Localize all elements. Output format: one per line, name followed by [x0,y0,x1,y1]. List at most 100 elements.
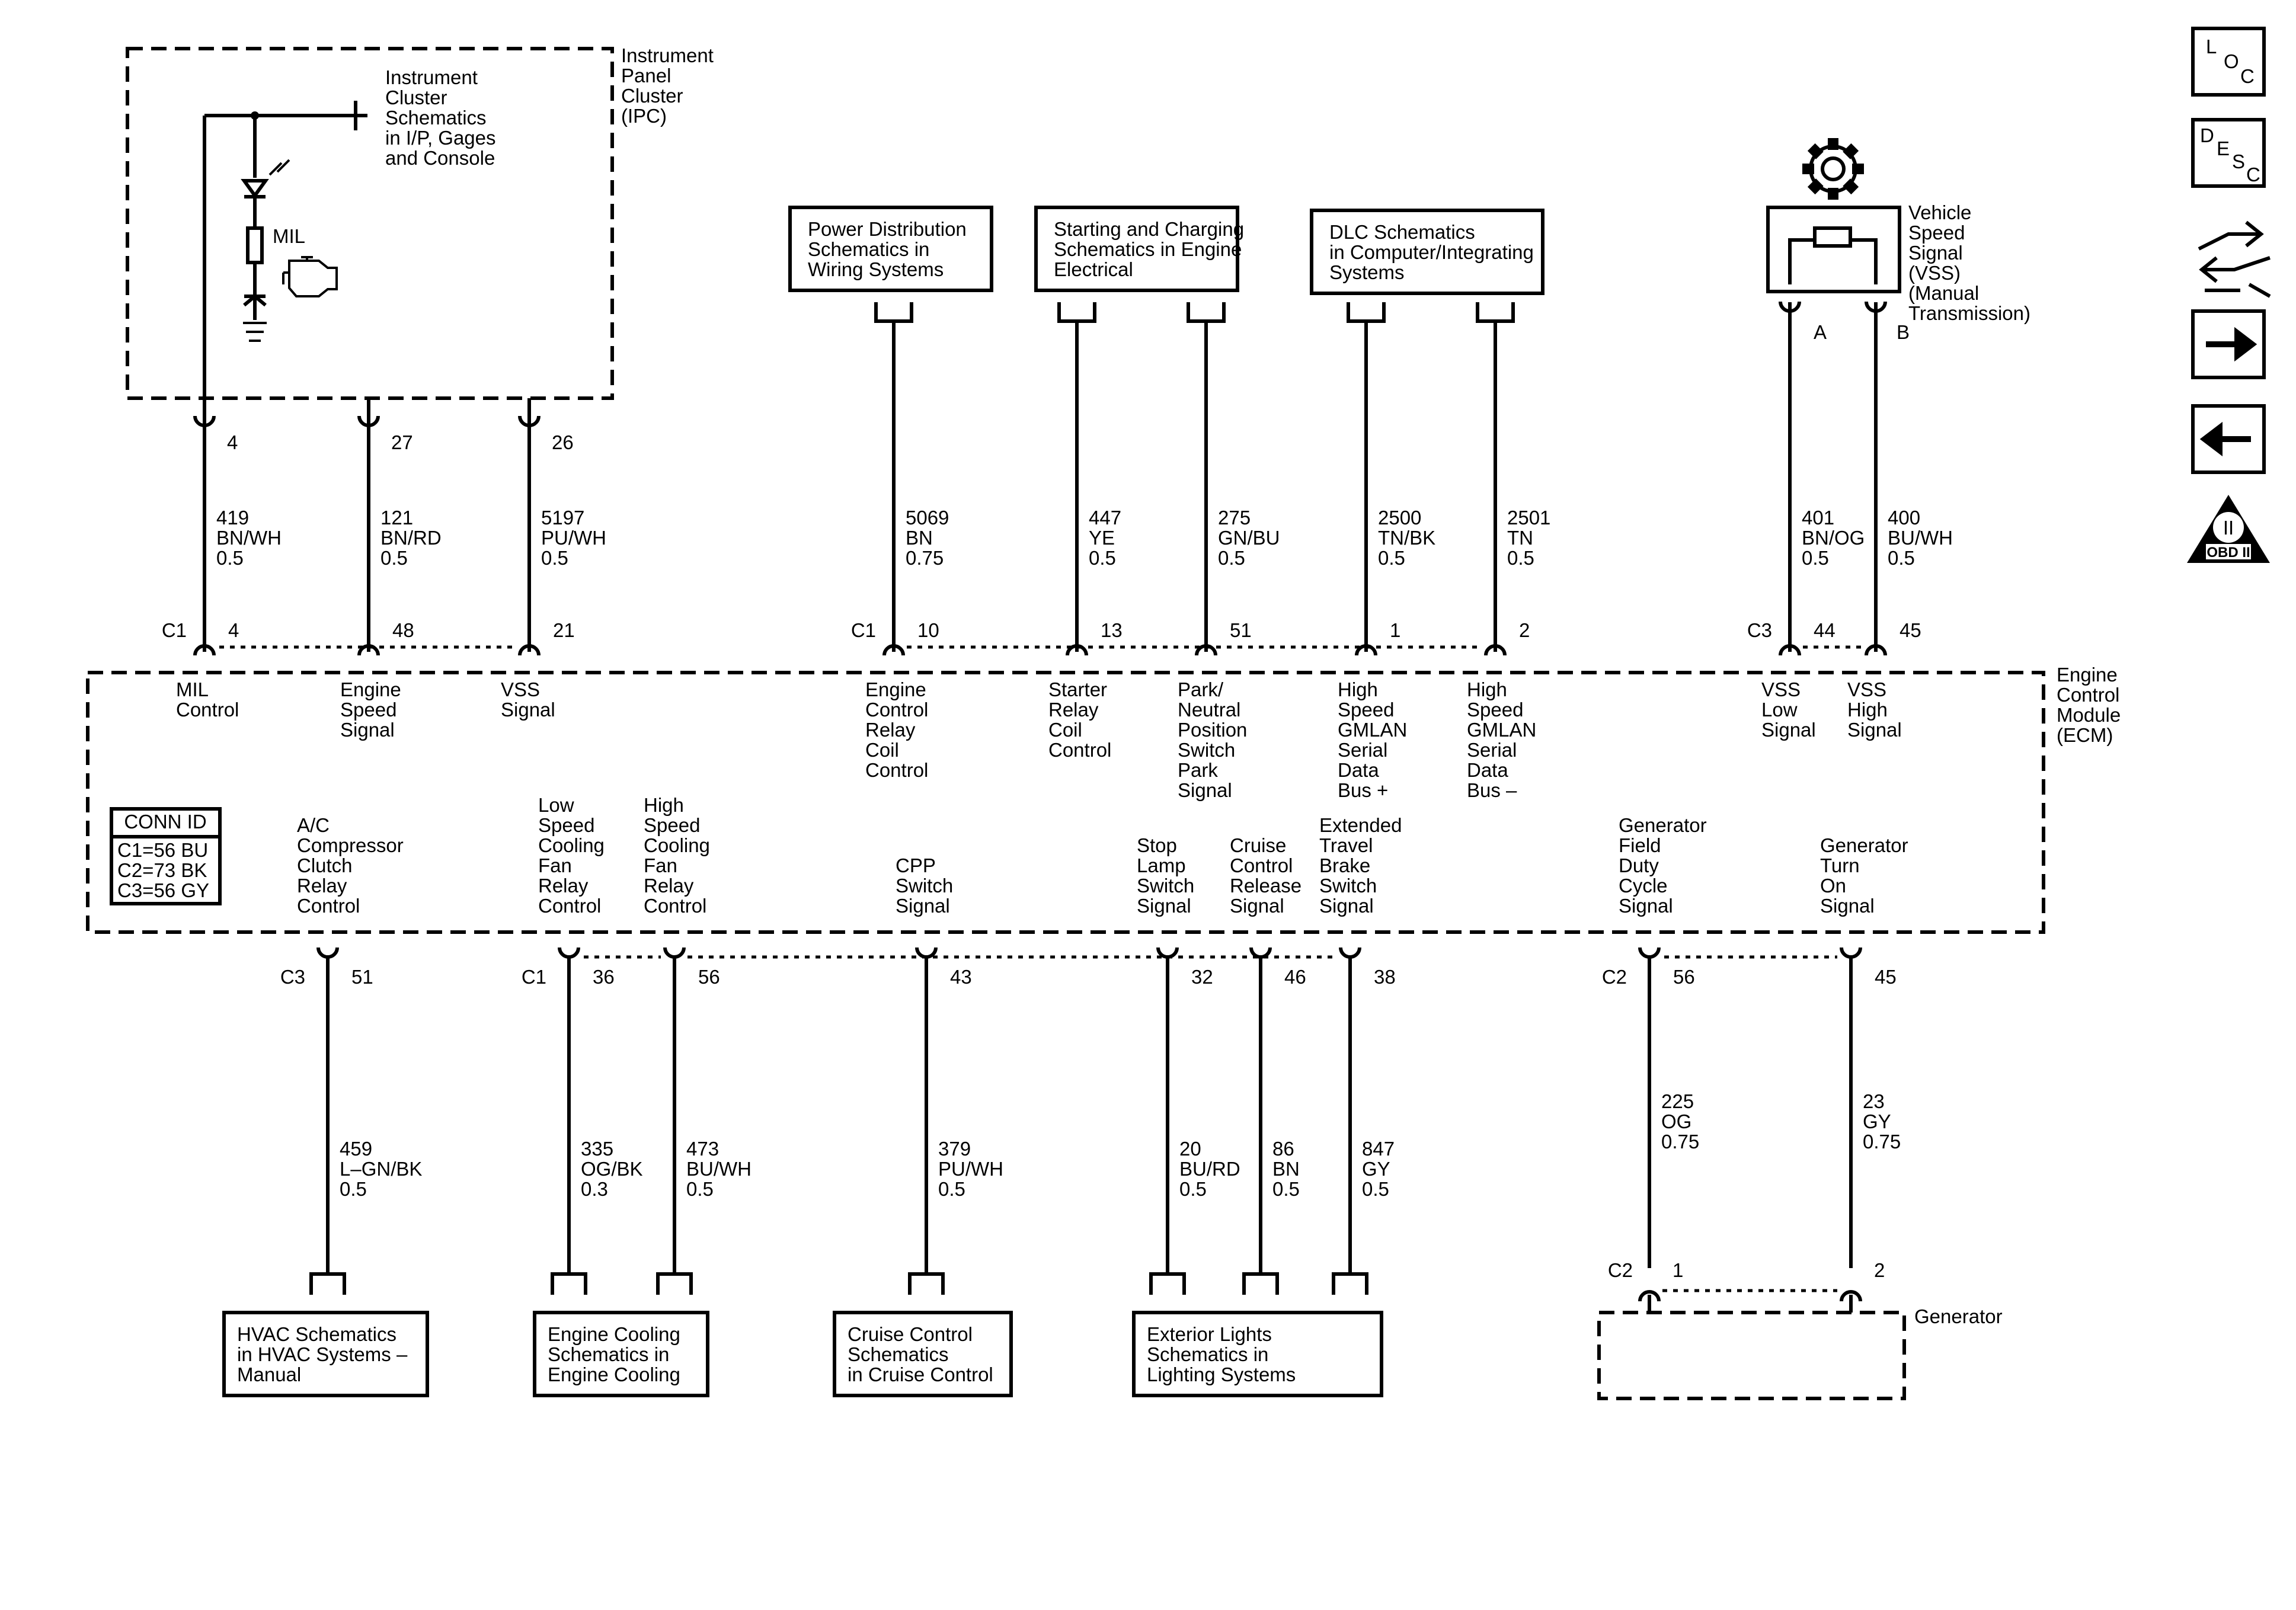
ipc-reference-label-line: Instrument [385,66,478,88]
ecm-function-engine-speed-line: Signal [340,719,395,741]
ecm-pin-number: 36 [593,966,615,988]
arrow-right-part [2198,220,2264,251]
ipc-terminal [357,415,380,427]
ecm-pin-number: 38 [1374,966,1396,988]
loc-letter: L [2206,36,2217,57]
ecm-function-cruise-release-line: Control [1230,854,1293,876]
ecm-terminal [1840,947,1862,959]
ecm-function-gen-turn-on-line: Generator [1820,834,1908,856]
ecm-dashed-box [86,671,2045,934]
ipc-reference-label-line: and Console [385,147,495,169]
vss-coil-icon [1813,226,1852,248]
circuit-label-engine-control-relay-line: 5069 [906,507,949,529]
ecm-function-cruise-release-line: Cruise [1230,834,1286,856]
reference-box-text-line: Engine Cooling [548,1323,680,1345]
circuit-label-mil-control-line: BN/WH [216,527,282,549]
reference-box-text-line: Systems [1329,261,1405,283]
generator-name: Generator [1914,1305,2003,1327]
ecm-terminal [1249,947,1272,959]
connector-id: C1 [851,619,876,641]
circuit-label-gmlan-minus-line: 2501 [1507,507,1550,529]
ecm-function-park-neutral-line: Signal [1178,779,1232,801]
vss-sensor-name-line: Speed [1908,222,1965,244]
circuit-label-vss-signal-line: PU/WH [541,527,606,549]
vss-pin-b: B [1897,321,1910,343]
vss-pin-a: A [1814,321,1827,343]
ecm-function-gmlan-minus-line: Data [1467,759,1508,781]
ecm-pin-number: 2 [1519,619,1530,641]
ecm-function-extended-brake-line: Brake [1319,854,1370,876]
desc-button-frame [2191,118,2266,188]
circuit-label-starter-relay-line: 447 [1089,507,1121,529]
ecm-terminal [1066,644,1088,656]
wrench-part [2205,283,2271,298]
circuit-label-gen-field-line: 0.75 [1661,1131,1699,1153]
circuit-label-park-neutral-line: 275 [1218,507,1251,529]
transistor-icon [243,295,267,320]
ecm-function-engine-control-relay-line: Control [865,759,928,781]
ecm-function-engine-speed-line: Engine [340,678,401,700]
ecm-pin-number: 56 [698,966,720,988]
circuit-label-engine-control-relay-line: BN [906,527,933,549]
ecm-pin-number: 51 [1230,619,1252,641]
ecm-pin-number: 46 [1284,966,1306,988]
ipc-reference-label-line: Cluster [385,87,447,108]
ecm-function-cpp-switch-line: Signal [896,895,950,917]
circuit-label-vss-high-line: 400 [1888,507,1920,529]
ecm-function-gen-field-line: Duty [1619,854,1659,876]
ecm-function-engine-control-relay-line: Relay [865,719,916,741]
engine-detail [282,256,313,284]
check-engine-icon [282,256,338,297]
ecm-function-starter-relay-line: Coil [1048,719,1082,741]
ecm-name-line: Control [2057,684,2119,706]
previous-arrow-button[interactable] [2191,404,2266,474]
ecm-function-low-fan-line: Cooling [538,834,605,856]
ecm-pin-number: 51 [351,966,373,988]
ecm-function-extended-brake-line: Switch [1319,875,1377,897]
ecm-function-mil-control-line: MIL [176,678,209,700]
circuit-label-vss-low-line: 0.5 [1802,547,1829,569]
ecm-function-gmlan-plus-line: Data [1338,759,1379,781]
reference-connector [1476,302,1515,323]
ipc-pin-number: 27 [391,431,413,453]
circuit-label-engine-speed-line: BN/RD [380,527,442,549]
engine-outline [288,260,338,297]
ecm-function-gmlan-plus-line: Speed [1338,699,1394,721]
reference-connector [1242,1272,1279,1295]
reference-connector [908,1272,945,1295]
ecm-function-starter-relay-line: Control [1048,739,1111,761]
ipc-name-line: (IPC) [621,105,667,127]
circuit-label-high-fan-line: 473 [686,1138,719,1160]
ecm-function-engine-control-relay-line: Coil [865,739,899,761]
ecm-terminal [193,644,216,656]
reference-box-text-line: DLC Schematics [1329,221,1475,243]
mil-label: MIL [273,225,305,247]
ecm-function-vss-low-line: Signal [1761,719,1816,741]
gear-tooth [1807,178,1824,195]
ecm-function-gmlan-minus-line: Bus – [1467,779,1517,801]
circuit-label-extended-brake-line: GY [1362,1158,1390,1180]
loc-button[interactable]: LOC [2191,27,2266,97]
ecm-function-engine-control-relay-line: Engine [865,678,926,700]
circuit-label-engine-control-relay-line: 0.75 [906,547,944,569]
ipc-reference-label-line: Schematics [385,107,487,129]
reference-box [1132,1311,1383,1397]
ecm-function-gmlan-plus-line: Serial [1338,739,1387,761]
ecm-function-low-fan-line: Relay [538,875,589,897]
reference-box-text-line: Starting and Charging [1054,218,1244,240]
ecm-function-stop-lamp-line: Signal [1137,895,1191,917]
ecm-function-high-fan-line: Speed [644,814,700,836]
connector-tools-icon[interactable] [2198,220,2271,298]
next-arrow-button[interactable] [2191,309,2266,379]
circuit-label-cpp-switch-line: 379 [938,1138,971,1160]
